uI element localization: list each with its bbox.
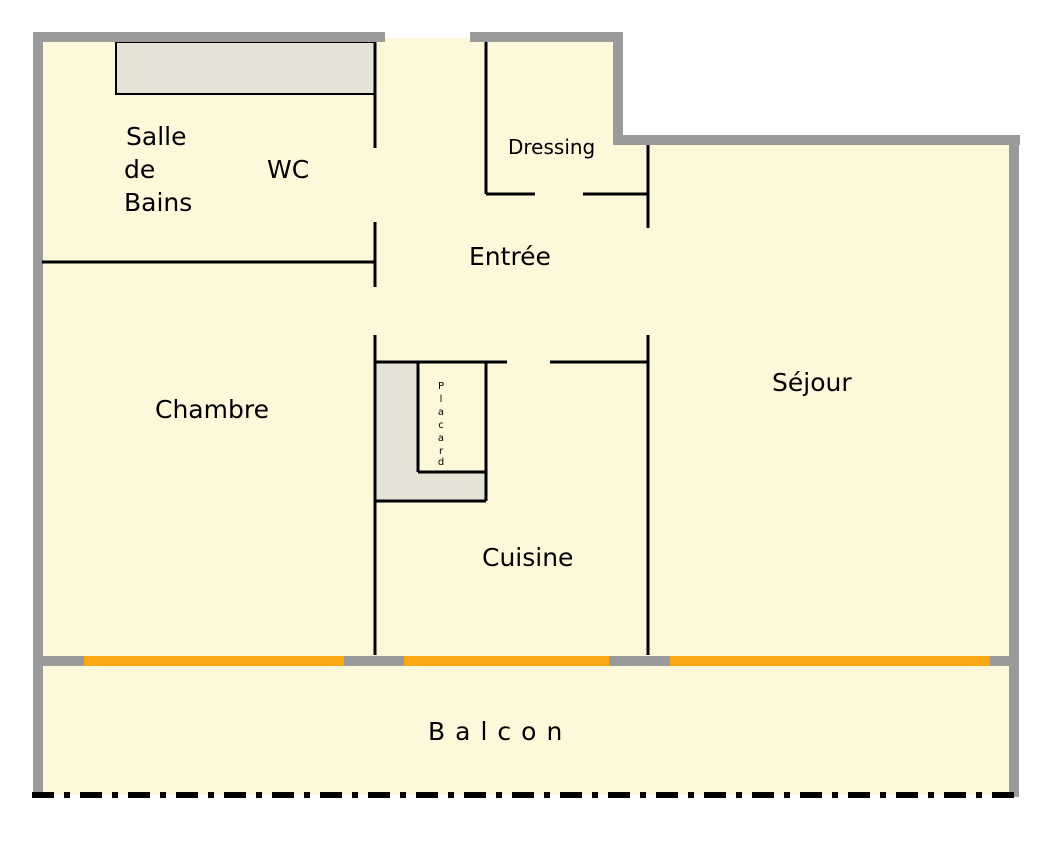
room-label-dressing: Dressing (508, 135, 595, 159)
room-label-placard-1: P (438, 381, 444, 392)
room-label-placard-5: a (438, 433, 444, 444)
inner-walls (42, 42, 650, 655)
kitchen-counter (376, 362, 486, 501)
room-label-sejour: Séjour (772, 368, 852, 397)
room-label-salle-de-bains-3: Bains (124, 188, 192, 217)
room-label-chambre: Chambre (155, 395, 269, 424)
bathtub (115, 41, 376, 95)
room-label-placard-3: a (438, 407, 444, 418)
room-label-cuisine: Cuisine (482, 543, 573, 572)
room-label-salle-de-bains-2: de (124, 155, 155, 184)
room-label-salle-de-bains-1: Salle (126, 122, 186, 151)
room-label-placard-2: l (440, 394, 443, 405)
room-label-placard-6: r (439, 446, 444, 457)
room-label-balcon: Balcon (428, 717, 572, 746)
balcony-floor (38, 660, 1015, 795)
room-label-placard-4: c (438, 420, 444, 431)
room-label-placard-7: d (438, 457, 444, 468)
apartment-floor (38, 38, 1015, 660)
room-label-wc: WC (267, 155, 309, 184)
room-label-entree: Entrée (469, 242, 551, 271)
